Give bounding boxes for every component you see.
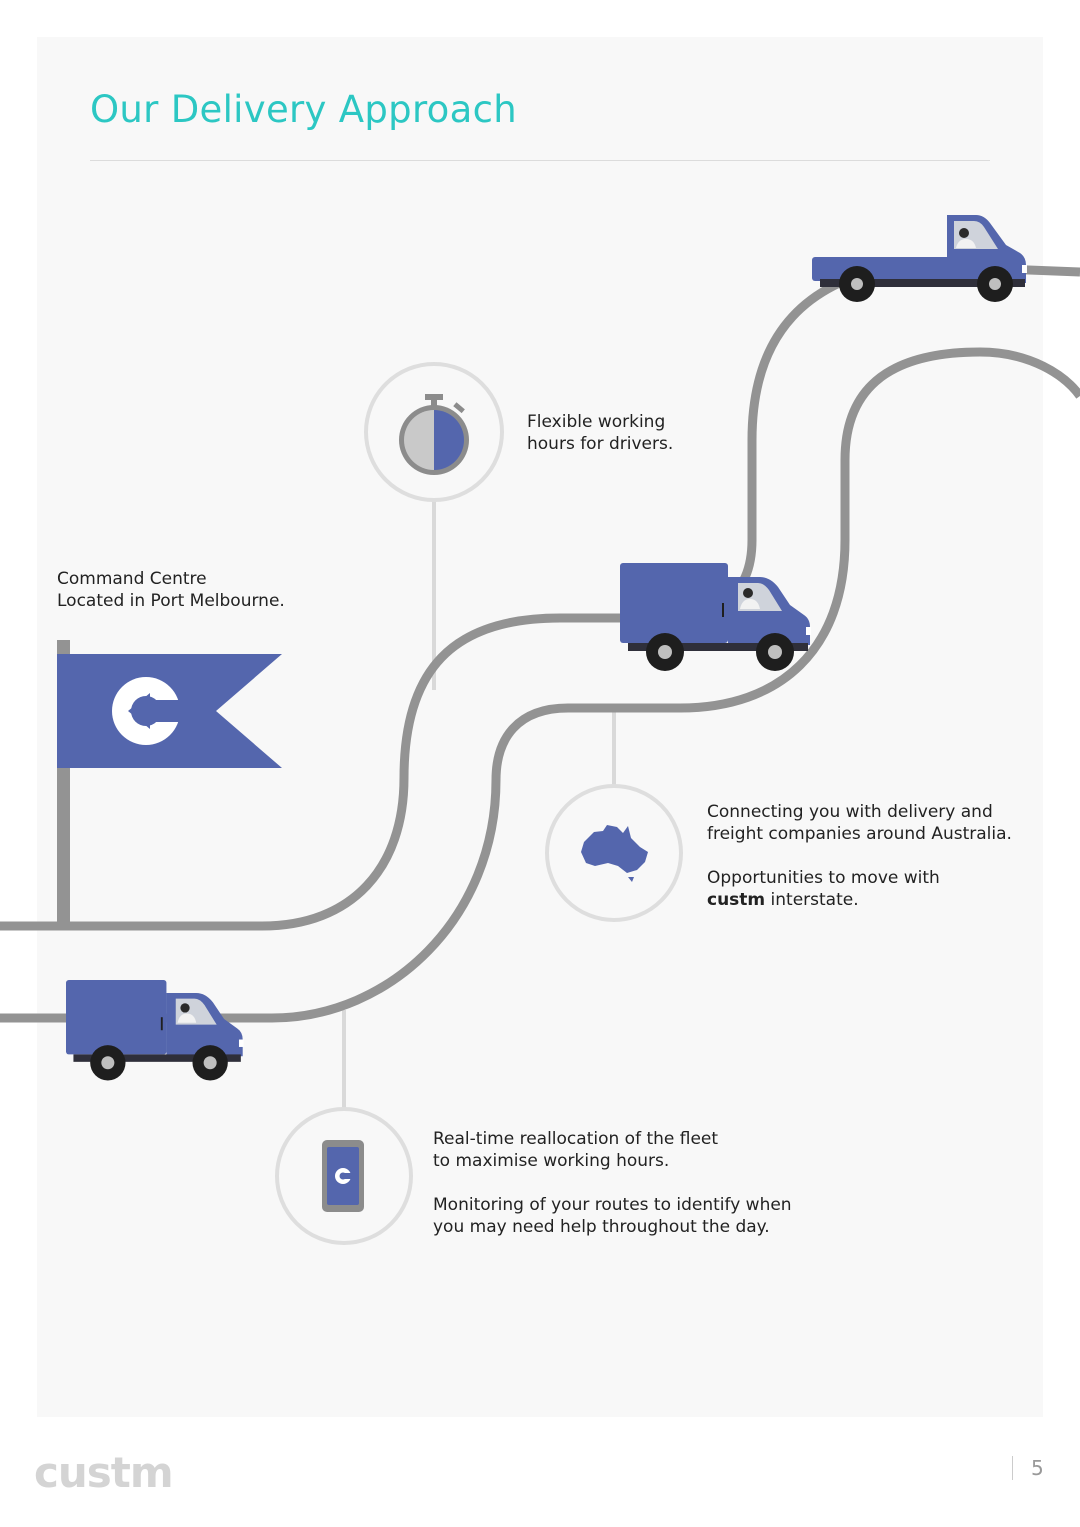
- truck-icon: [66, 980, 244, 1081]
- callout-connecting: Connecting you with delivery and freight…: [707, 801, 1012, 911]
- callout-realtime: Real-time reallocation of the fleet to m…: [433, 1128, 792, 1238]
- title-divider: [90, 160, 990, 161]
- callout-command-centre: Command Centre Located in Port Melbourne…: [57, 568, 285, 612]
- callout-line: Opportunities to move with: [707, 868, 940, 888]
- page-number: 5: [1012, 1456, 1044, 1480]
- callout-line-rest: interstate.: [765, 890, 859, 910]
- callout-line: Connecting you with delivery and: [707, 802, 993, 822]
- callout-line: Real-time reallocation of the fleet: [433, 1129, 719, 1149]
- road-upper: [0, 260, 1080, 931]
- callout-line: Located in Port Melbourne.: [57, 591, 285, 611]
- footer-logo: custm: [34, 1448, 174, 1497]
- ute-icon: [812, 215, 1027, 302]
- callout-line: freight companies around Australia.: [707, 824, 1012, 844]
- road-lower: [0, 347, 1080, 1023]
- phone-app-icon: [275, 1107, 413, 1245]
- callout-line: Flexible working: [527, 412, 666, 432]
- callout-line: custm interstate.: [707, 889, 1012, 911]
- custm-flag-icon: [57, 640, 282, 926]
- page-title: Our Delivery Approach: [90, 88, 517, 131]
- callout-line: Monitoring of your routes to identify wh…: [433, 1195, 792, 1215]
- callout-line: Command Centre: [57, 569, 207, 589]
- callout-line: hours for drivers.: [527, 434, 674, 454]
- stopwatch-icon: [364, 362, 504, 502]
- truck-icon: [620, 563, 811, 671]
- australia-map-icon: [545, 784, 683, 922]
- callout-flexible-hours: Flexible working hours for drivers.: [527, 411, 673, 455]
- callout-line: to maximise working hours.: [433, 1151, 670, 1171]
- callout-line: you may need help throughout the day.: [433, 1217, 770, 1237]
- brand-name: custm: [707, 890, 766, 910]
